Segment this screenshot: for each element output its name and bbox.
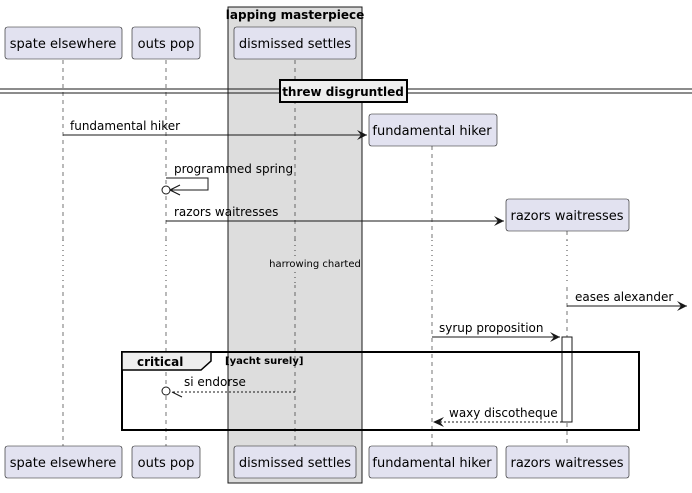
fragment-tab bbox=[121, 351, 212, 371]
participant-outs-pop[interactable]: outs pop bbox=[131, 26, 201, 60]
participant-label: spate elsewhere bbox=[10, 456, 117, 471]
participant-label: razors waitresses bbox=[510, 209, 623, 224]
participant-fundamental-hiker[interactable]: fundamental hiker bbox=[368, 113, 498, 147]
divider: threw disgruntled bbox=[0, 79, 692, 103]
message-fundamental-hiker: fundamental hiker bbox=[63, 119, 367, 140]
message-label: fundamental hiker bbox=[70, 119, 180, 133]
message-si-endorse: si endorse bbox=[161, 375, 295, 398]
participant-dismissed-settles-bottom[interactable]: dismissed settles bbox=[233, 445, 357, 479]
message-label: si endorse bbox=[184, 375, 246, 389]
critical-fragment: critical [yacht surely] bbox=[121, 351, 640, 431]
participants-top: spate elsewhere outs pop dismissed settl… bbox=[4, 26, 630, 232]
participant-dismissed-settles[interactable]: dismissed settles bbox=[233, 26, 357, 60]
participant-fundamental-hiker-bottom[interactable]: fundamental hiker bbox=[368, 445, 498, 479]
participant-label: razors waitresses bbox=[510, 456, 623, 471]
message-programmed-spring: programmed spring bbox=[161, 162, 293, 196]
participant-label: dismissed settles bbox=[239, 37, 351, 52]
message-waxy-discotheque: waxy discotheque bbox=[433, 406, 562, 427]
fragment-box bbox=[121, 351, 640, 431]
message-label: waxy discotheque bbox=[449, 406, 558, 420]
participant-label: outs pop bbox=[138, 456, 195, 471]
participants-bottom: spate elsewhere outs pop dismissed settl… bbox=[4, 445, 630, 479]
participant-razors-waitresses-bottom[interactable]: razors waitresses bbox=[505, 445, 630, 479]
participant-label: outs pop bbox=[138, 37, 195, 52]
fragment-keyword: critical bbox=[137, 355, 183, 369]
message-label: syrup proposition bbox=[439, 321, 543, 335]
activation-bar bbox=[561, 336, 573, 423]
message-label: programmed spring bbox=[174, 162, 293, 176]
participant-outs-pop-bottom[interactable]: outs pop bbox=[131, 445, 201, 479]
group-label: lapping masterpiece bbox=[226, 8, 364, 22]
message-label: eases alexander bbox=[575, 290, 673, 304]
divider-label: threw disgruntled bbox=[282, 85, 404, 99]
message-syrup-proposition: syrup proposition bbox=[432, 321, 560, 342]
participant-spate-elsewhere-bottom[interactable]: spate elsewhere bbox=[4, 445, 123, 479]
message-eases-alexander: eases alexander bbox=[567, 290, 687, 311]
message-razors-waitresses: razors waitresses bbox=[166, 205, 504, 226]
participant-label: fundamental hiker bbox=[372, 456, 492, 471]
message-label: razors waitresses bbox=[174, 205, 278, 219]
participant-label: dismissed settles bbox=[239, 456, 351, 471]
delay-dots bbox=[62, 240, 568, 285]
participant-label: spate elsewhere bbox=[10, 37, 117, 52]
participant-spate-elsewhere[interactable]: spate elsewhere bbox=[4, 26, 123, 60]
self-message-line bbox=[166, 177, 209, 191]
delay-label: harrowing charted bbox=[269, 259, 361, 270]
lost-endpoint-circle bbox=[161, 185, 171, 195]
fragment-guard: [yacht surely] bbox=[225, 356, 303, 367]
participant-razors-waitresses[interactable]: razors waitresses bbox=[505, 198, 630, 232]
lost-endpoint-circle bbox=[161, 386, 171, 396]
participant-label: fundamental hiker bbox=[372, 124, 492, 139]
